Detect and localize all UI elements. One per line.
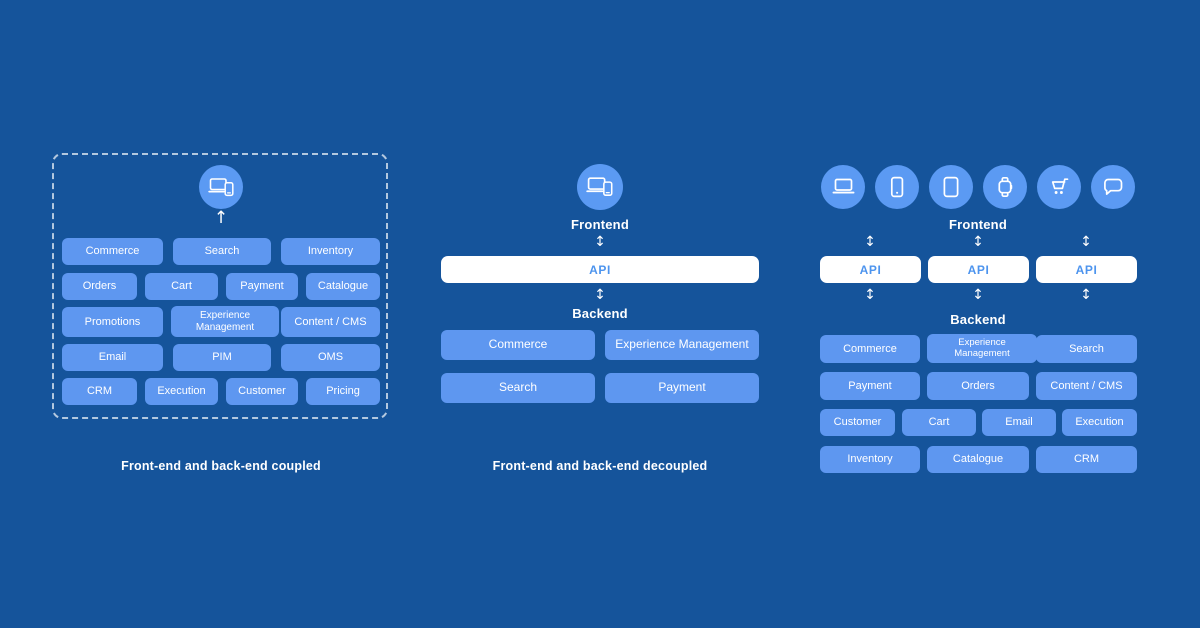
backend-label: Backend <box>950 312 1006 327</box>
smartphone-icon <box>875 165 919 209</box>
service-pill: Commerce <box>441 330 595 360</box>
service-pill: Execution <box>145 378 218 405</box>
service-pill: Promotions <box>62 307 163 337</box>
coupled-boundary-box <box>52 153 388 419</box>
service-pill: Orders <box>62 273 137 300</box>
service-pill: Email <box>62 344 163 371</box>
devices-icon <box>199 165 243 209</box>
backend-label: Backend <box>572 306 628 321</box>
service-pill: Experience Management <box>171 306 279 337</box>
service-pill: Experience Management <box>605 330 759 360</box>
service-pill: Experience Management <box>927 334 1037 363</box>
service-pill: OMS <box>281 344 380 371</box>
service-pill: Cart <box>145 273 218 300</box>
service-pill: CRM <box>62 378 137 405</box>
service-pill: Execution <box>1062 409 1137 436</box>
service-pill: Catalogue <box>927 446 1029 473</box>
service-pill: Search <box>173 238 271 265</box>
service-pill: PIM <box>173 344 271 371</box>
sync-arrow-icon: ↕ <box>1080 234 1092 250</box>
service-pill: CRM <box>1036 446 1137 473</box>
api-bar: API <box>928 256 1029 283</box>
service-pill: Search <box>1036 335 1137 363</box>
smartwatch-icon <box>983 165 1027 209</box>
service-pill: Orders <box>927 372 1029 400</box>
api-bar: API <box>820 256 921 283</box>
frontend-label: Frontend <box>571 217 629 232</box>
service-pill: Content / CMS <box>281 307 380 337</box>
api-label: API <box>589 262 611 277</box>
sync-arrow-icon: ↕ <box>864 234 876 250</box>
service-pill: Commerce <box>62 238 163 265</box>
service-pill: Payment <box>820 372 920 400</box>
shopping-cart-icon <box>1037 165 1081 209</box>
sync-arrow-icon: ↕ <box>972 287 984 303</box>
tablet-icon <box>929 165 973 209</box>
service-pill: Inventory <box>281 238 380 265</box>
service-pill: Catalogue <box>306 273 380 300</box>
devices-icon <box>577 164 623 210</box>
panel-caption: Front-end and back-end coupled <box>121 459 321 473</box>
api-bar: API <box>1036 256 1137 283</box>
service-pill: Commerce <box>820 335 920 363</box>
panel-caption: Front-end and back-end decoupled <box>492 459 708 473</box>
service-pill: Customer <box>820 409 895 436</box>
service-pill: Pricing <box>306 378 380 405</box>
up-arrow-icon: ↑ <box>213 208 229 228</box>
laptop-icon <box>821 165 865 209</box>
sync-arrow-icon: ↕ <box>864 287 876 303</box>
service-pill: Search <box>441 373 595 403</box>
sync-arrow-icon: ↕ <box>1080 287 1092 303</box>
service-pill: Payment <box>605 373 759 403</box>
chat-bubble-icon <box>1091 165 1135 209</box>
service-pill: Inventory <box>820 446 920 473</box>
service-pill: Customer <box>226 378 298 405</box>
api-label: API <box>967 262 990 277</box>
service-pill: Email <box>982 409 1056 436</box>
api-label: API <box>859 262 882 277</box>
api-bar: API <box>441 256 759 283</box>
frontend-label: Frontend <box>949 217 1007 232</box>
sync-arrow-icon: ↕ <box>972 234 984 250</box>
sync-arrow-icon: ↕ <box>594 287 606 303</box>
service-pill: Cart <box>902 409 976 436</box>
service-pill: Payment <box>226 273 298 300</box>
sync-arrow-icon: ↕ <box>594 234 606 250</box>
api-label: API <box>1075 262 1098 277</box>
service-pill: Content / CMS <box>1036 372 1137 400</box>
